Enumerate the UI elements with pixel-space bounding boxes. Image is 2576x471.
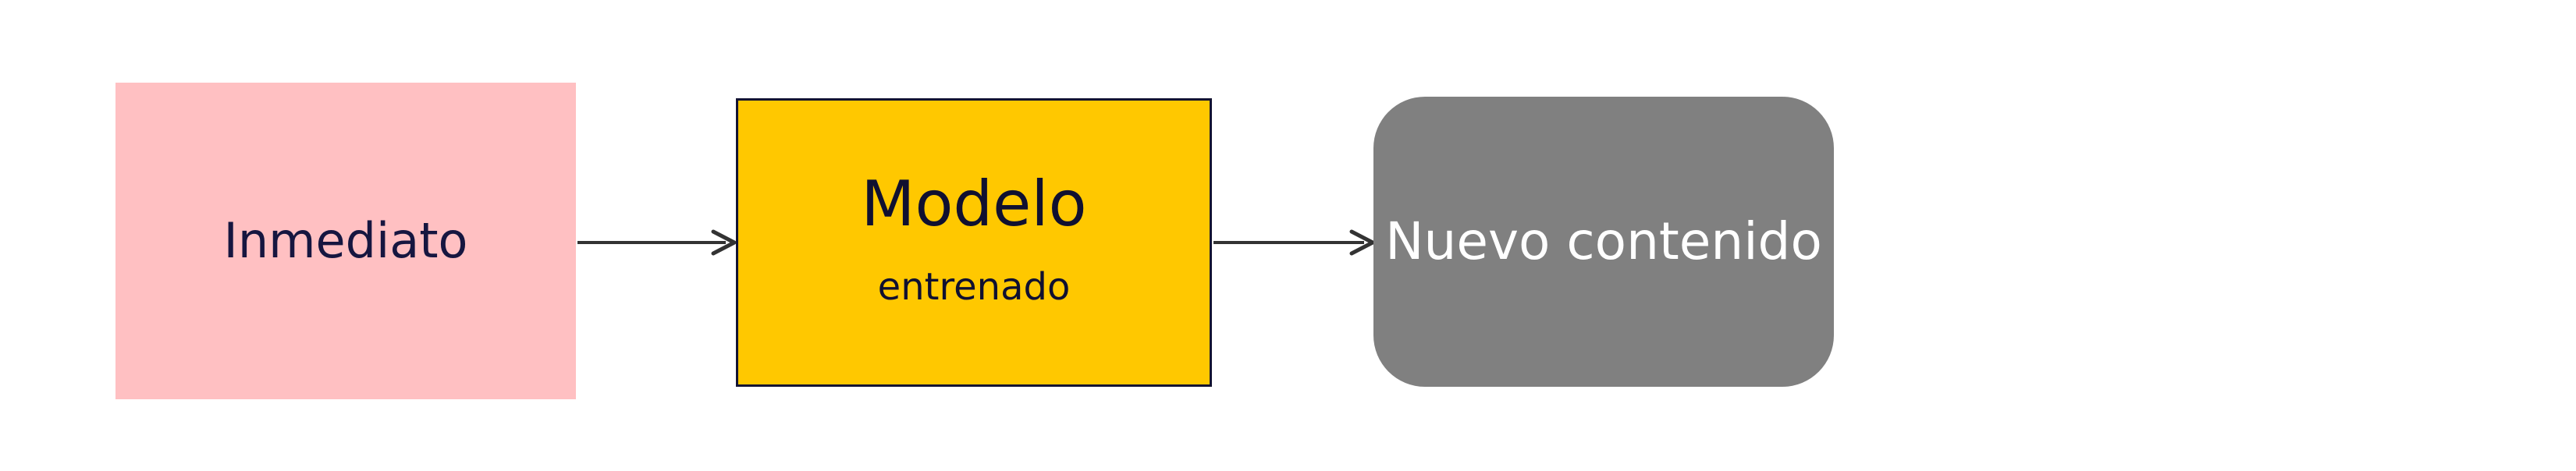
arrow-prompt-to-model-head: [711, 229, 737, 256]
model-title: Modelo: [861, 168, 1087, 240]
trained-model-node: Modelo entrenado: [736, 98, 1212, 387]
model-subtitle: entrenado: [877, 265, 1071, 309]
arrow-model-to-output: [1213, 229, 1375, 256]
arrow-model-to-output-head: [1349, 229, 1375, 256]
output-label: Nuevo contenido: [1385, 211, 1822, 271]
new-content-node: Nuevo contenido: [1373, 97, 1834, 387]
arrow-prompt-to-model: [577, 229, 737, 256]
prompt-label: Inmediato: [223, 212, 468, 269]
prompt-node: Inmediato: [115, 83, 576, 399]
